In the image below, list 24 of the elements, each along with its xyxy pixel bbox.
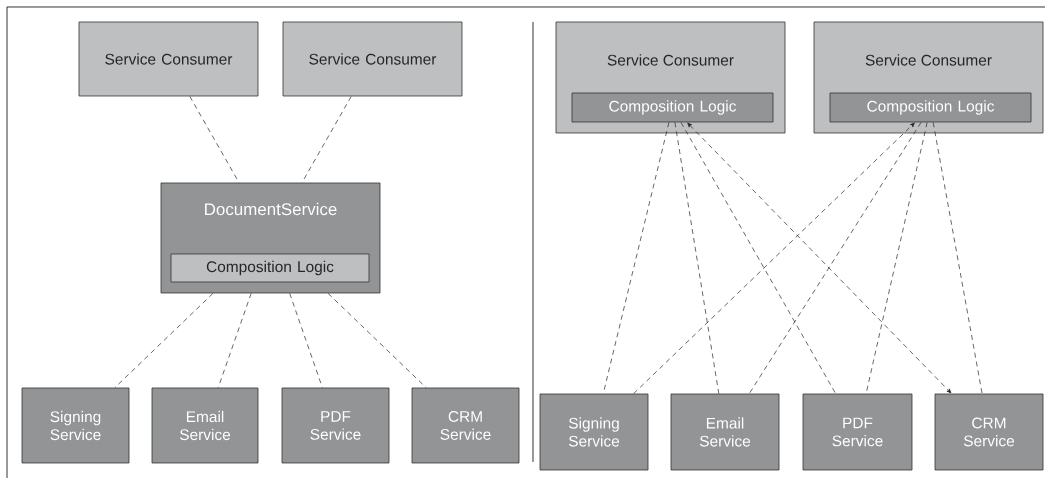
service-box: Signing Service	[539, 393, 649, 471]
service-box: CRM Service	[411, 387, 520, 464]
connector-line	[865, 122, 928, 394]
consumer-box: Service Consumer	[282, 21, 463, 97]
consumer-box: Service Consumer	[78, 21, 259, 97]
service-box: CRM Service	[934, 393, 1044, 471]
connector-line	[114, 293, 214, 388]
connector-line	[217, 293, 252, 388]
connector-line	[932, 122, 983, 394]
logic-box: Composition Logic	[829, 92, 1032, 123]
connector-line	[748, 122, 922, 394]
connector-line	[687, 122, 952, 394]
logic-box: Composition Logic	[170, 253, 370, 283]
connector-line	[674, 122, 720, 394]
connector-line	[327, 293, 427, 388]
service-box: Email Service	[151, 387, 259, 464]
service-box: Email Service	[670, 393, 780, 471]
service-box: PDF Service	[281, 387, 390, 464]
connector-line	[680, 122, 836, 394]
connector-line	[633, 122, 915, 394]
logic-box: Composition Logic	[571, 92, 774, 123]
connector-line	[289, 293, 323, 388]
service-box: Signing Service	[21, 387, 130, 464]
service-box: PDF Service	[802, 393, 913, 471]
